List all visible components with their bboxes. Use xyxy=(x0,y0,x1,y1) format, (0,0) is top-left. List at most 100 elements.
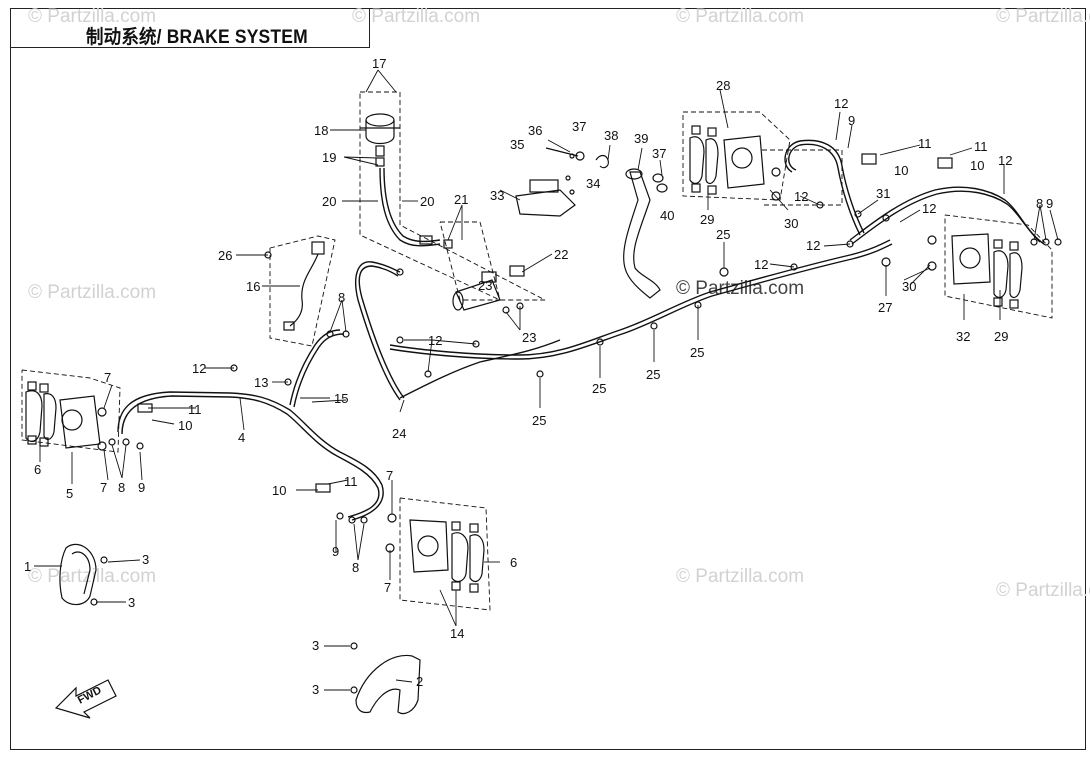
callout-12: 12 xyxy=(922,201,936,216)
callout-26: 26 xyxy=(218,248,232,263)
callout-3: 3 xyxy=(142,552,149,567)
callout-27: 27 xyxy=(878,300,892,315)
callout-7: 7 xyxy=(384,580,391,595)
callout-37: 37 xyxy=(652,146,666,161)
callout-18: 18 xyxy=(314,123,328,138)
callout-30: 30 xyxy=(784,216,798,231)
callout-25: 25 xyxy=(646,367,660,382)
brake-guard-2 xyxy=(355,654,421,715)
callout-33: 33 xyxy=(490,188,504,203)
callout-13: 13 xyxy=(254,375,268,390)
callout-25: 25 xyxy=(690,345,704,360)
callout-9: 9 xyxy=(848,113,855,128)
callout-2: 2 xyxy=(416,674,423,689)
callout-25: 25 xyxy=(716,227,730,242)
callout-9: 9 xyxy=(138,480,145,495)
watermark: © Partzilla.com xyxy=(28,282,157,303)
callout-28: 28 xyxy=(716,78,730,93)
callout-1: 1 xyxy=(24,559,31,574)
callout-8: 8 xyxy=(338,290,345,305)
callout-25: 25 xyxy=(532,413,546,428)
callout-3: 3 xyxy=(128,595,135,610)
callout-7: 7 xyxy=(104,370,111,385)
callout-6: 6 xyxy=(510,555,517,570)
leader-lines xyxy=(34,69,1059,691)
brake-pedal xyxy=(623,168,668,299)
title-box: 制动系统/ BRAKE SYSTEM xyxy=(10,8,370,48)
callout-12: 12 xyxy=(754,257,768,272)
callout-12: 12 xyxy=(192,361,206,376)
callout-8: 8 xyxy=(118,480,125,495)
callout-23: 23 xyxy=(522,330,536,345)
callout-22: 22 xyxy=(554,247,568,262)
callout-11: 11 xyxy=(188,402,202,417)
callout-14: 14 xyxy=(450,626,464,641)
callout-12: 12 xyxy=(806,238,820,253)
callout-12: 12 xyxy=(428,333,442,348)
callout-29: 29 xyxy=(994,329,1008,344)
fwd-arrow xyxy=(54,679,117,719)
callout-10: 10 xyxy=(894,163,908,178)
callout-21: 21 xyxy=(454,192,468,207)
callout-11: 11 xyxy=(918,136,932,151)
callout-39: 39 xyxy=(634,131,648,146)
reservoir xyxy=(360,113,400,167)
wheel-speed-sensor xyxy=(283,241,325,331)
brake-lines xyxy=(117,139,1045,521)
callout-7: 7 xyxy=(386,468,393,483)
diagram-frame xyxy=(10,8,1086,750)
callout-10: 10 xyxy=(178,418,192,433)
callout-7: 7 xyxy=(100,480,107,495)
switch-bracket xyxy=(515,147,609,217)
watermark: © Partzilla.com xyxy=(996,6,1090,27)
callout-30: 30 xyxy=(902,279,916,294)
watermark: © Partzilla.com xyxy=(676,6,805,27)
callout-25: 25 xyxy=(592,381,606,396)
callout-10: 10 xyxy=(970,158,984,173)
callout-32: 32 xyxy=(956,329,970,344)
callout-35: 35 xyxy=(510,137,524,152)
callout-16: 16 xyxy=(246,279,260,294)
callout-24: 24 xyxy=(392,426,406,441)
callout-38: 38 xyxy=(604,128,618,143)
watermark: © Partzilla.com xyxy=(352,6,481,27)
callout-10: 10 xyxy=(272,483,286,498)
callout-20: 20 xyxy=(322,194,336,209)
callout-31: 31 xyxy=(876,186,890,201)
callout-17: 17 xyxy=(372,56,386,71)
callout-4: 4 xyxy=(238,430,245,445)
fwd-label: FWD xyxy=(76,684,104,706)
front-right-caliper xyxy=(385,513,485,593)
callout-8: 8 xyxy=(352,560,359,575)
callout-numbers: 1 2 3 3 3 3 4 5 6 6 7 7 7 7 8 8 8 8 9 9 … xyxy=(24,56,1053,697)
callout-12: 12 xyxy=(794,189,808,204)
callout-9: 9 xyxy=(1046,196,1053,211)
watermark: © Partzilla.com xyxy=(996,580,1090,601)
callout-3: 3 xyxy=(312,682,319,697)
callout-20: 20 xyxy=(420,194,434,209)
watermark: © Partzilla.com xyxy=(28,6,157,27)
callout-15: 15 xyxy=(334,391,348,406)
callout-36: 36 xyxy=(528,123,542,138)
watermark: © Partzilla.com xyxy=(676,566,805,587)
callout-12: 12 xyxy=(998,153,1012,168)
rear-right-caliper xyxy=(927,233,1023,309)
callout-11: 11 xyxy=(344,474,358,489)
page-title: 制动系统/ BRAKE SYSTEM xyxy=(86,27,308,48)
callout-40: 40 xyxy=(660,208,674,223)
callout-37: 37 xyxy=(572,119,586,134)
callout-8: 8 xyxy=(1036,196,1043,211)
brake-guard-1 xyxy=(59,543,97,606)
callout-3: 3 xyxy=(312,638,319,653)
callout-11: 11 xyxy=(974,139,988,154)
callout-9: 9 xyxy=(332,544,339,559)
callout-19: 19 xyxy=(322,150,336,165)
line-clips xyxy=(90,153,1062,694)
front-left-caliper xyxy=(25,381,107,451)
callout-23: 23 xyxy=(478,278,492,293)
callout-29: 29 xyxy=(700,212,714,227)
master-cylinder xyxy=(419,235,525,311)
callout-5: 5 xyxy=(66,486,73,501)
rear-left-caliper xyxy=(689,125,781,201)
